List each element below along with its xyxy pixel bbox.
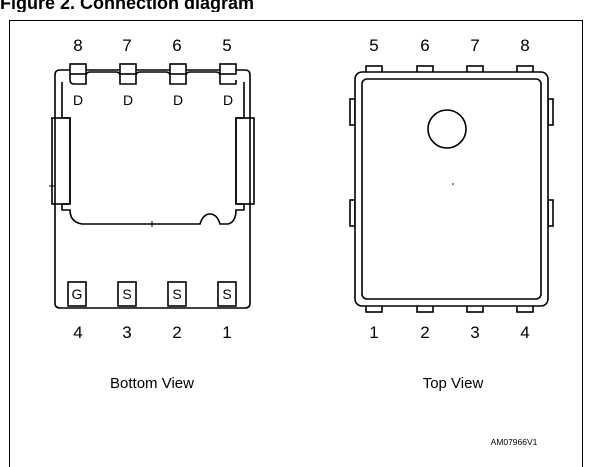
bottom-view-pin-5: 5 (222, 36, 231, 55)
bottom-view-pin-7: 7 (122, 36, 131, 55)
bottom-view-pin-8: 8 (73, 36, 82, 55)
bottom-view-pin-6: 6 (172, 36, 181, 55)
gate-pad-label: G (72, 286, 83, 302)
figure-frame (9, 20, 583, 467)
top-view-pin-1: 1 (369, 323, 378, 342)
top-view-caption: Top View (423, 375, 484, 392)
top-view-pin-3: 3 (470, 323, 479, 342)
top-view-pin-5: 5 (369, 36, 378, 55)
bottom-view-pin-4: 4 (73, 323, 82, 342)
top-view-pin-4: 4 (520, 323, 529, 342)
drawing-code: AM07966V1 (491, 437, 538, 447)
bottom-view-pin-2: 2 (172, 323, 181, 342)
bottom-view-caption: Bottom View (110, 375, 194, 392)
top-view-pin-8: 8 (520, 36, 529, 55)
top-view-pin-7: 7 (470, 36, 479, 55)
figure-title: Figure 2. Connection diagram (0, 0, 255, 12)
source-pad-label: S (222, 286, 231, 302)
source-pad-label: S (172, 286, 181, 302)
source-pad-label: S (122, 286, 131, 302)
bottom-view-package (51, 63, 255, 309)
center-dot (452, 183, 454, 185)
bottom-view-pin-3: 3 (122, 323, 131, 342)
drain-pad-label: D (73, 92, 83, 108)
drain-pad-label: D (223, 92, 233, 108)
top-view-pin-6: 6 (420, 36, 429, 55)
top-view-package (349, 65, 554, 313)
drain-pad-label: D (173, 92, 183, 108)
drain-pad-label: D (123, 92, 133, 108)
top-view-pin-2: 2 (420, 323, 429, 342)
bottom-view-pin-1: 1 (222, 323, 231, 342)
